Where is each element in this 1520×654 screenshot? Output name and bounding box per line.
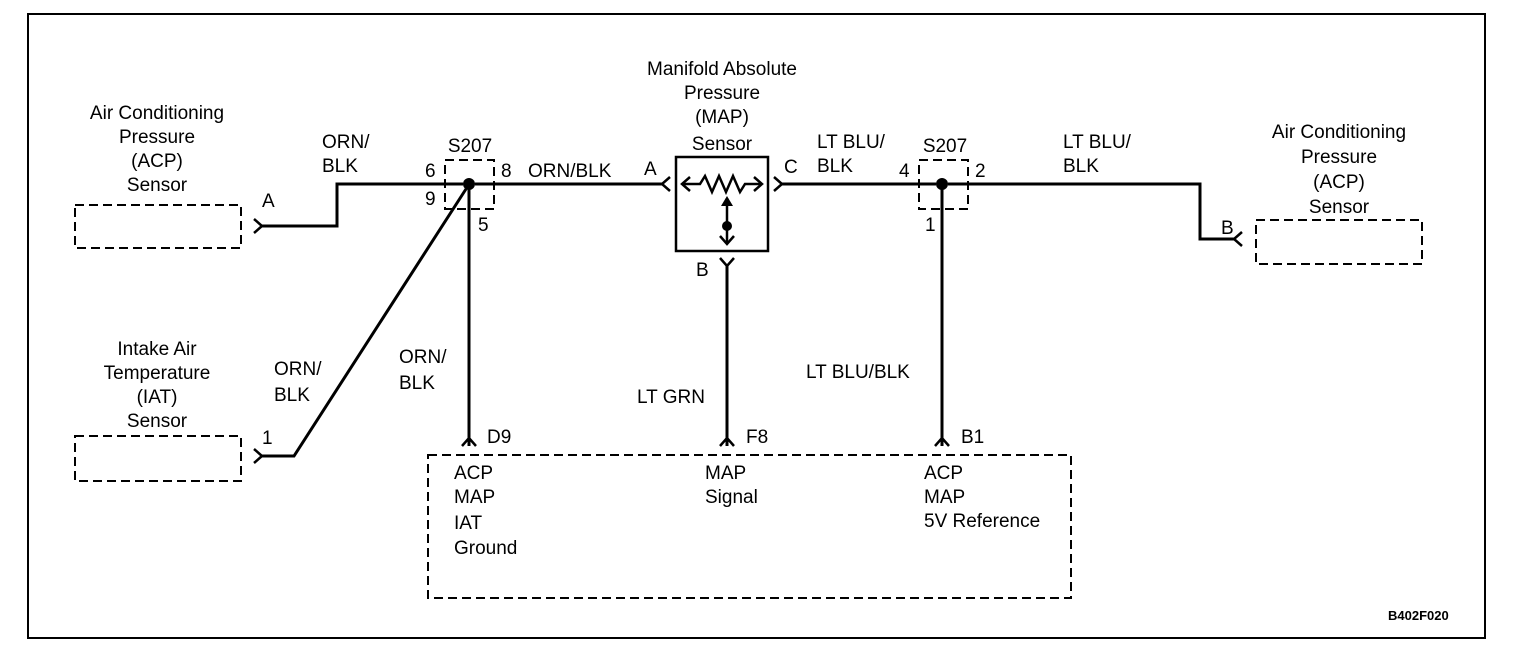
map-resistor-arrow-left	[680, 176, 691, 192]
map-pin-b: B	[696, 260, 709, 281]
acp-left-connector	[253, 218, 264, 234]
map-resistor	[682, 172, 762, 196]
wire-label-acp-right-1: LT BLU/	[1063, 132, 1132, 153]
wire-label-iat-2: BLK	[274, 385, 310, 406]
acp-right-title-line-3: (ACP)	[1313, 172, 1365, 193]
wire-label-iat-1: ORN/	[274, 359, 322, 380]
map-sensor-box	[674, 155, 770, 253]
splice-left-pin-9: 9	[425, 189, 436, 210]
map-connector-a	[660, 176, 671, 192]
map-sensor: Manifold Absolute Pressure (MAP) Sensor …	[644, 59, 798, 281]
iat-sensor-box	[74, 435, 242, 482]
ecm-module: ACP MAP IAT Ground MAP Signal ACP MAP 5V…	[427, 454, 1072, 599]
ecm-connector-f8	[719, 436, 735, 447]
ecm-b1-line-3: 5V Reference	[924, 511, 1040, 532]
iat-title-line-1: Intake Air	[117, 339, 197, 360]
wire-label-reference: LT BLU/BLK	[806, 362, 910, 383]
map-wiper-tail	[719, 235, 735, 246]
splice-right-pin-1: 1	[925, 215, 936, 236]
acp-sensor-left: Air Conditioning Pressure (ACP) Sensor A	[74, 103, 275, 249]
wire-acp-left	[262, 182, 463, 228]
diagram-frame	[27, 13, 1486, 639]
ecm-connector-d9	[461, 436, 477, 447]
acp-left-title-line-1: Air Conditioning	[90, 103, 224, 124]
map-title-line-3: (MAP)	[695, 107, 749, 128]
wire-label-ground-2: BLK	[399, 373, 435, 394]
ecm-d9-line-4: Ground	[454, 538, 517, 559]
ecm-b1-line-1: ACP	[924, 463, 963, 484]
map-title-line-4: Sensor	[692, 134, 753, 155]
acp-left-title-line-4: Sensor	[127, 175, 188, 196]
wire-label-map-out-1: LT BLU/	[817, 132, 886, 153]
map-resistor-arrow-right	[753, 176, 764, 192]
splice-right-name: S207	[923, 136, 967, 157]
figure-id: B402F020	[1388, 608, 1449, 623]
splice-right-pin-4: 4	[899, 161, 910, 182]
acp-right-title-line-4: Sensor	[1309, 197, 1370, 218]
map-pin-a: A	[644, 159, 657, 180]
ecm-connector-b1	[934, 436, 950, 447]
splice-right-pin-2: 2	[975, 161, 986, 182]
wire-label-map-out-2: BLK	[817, 156, 853, 177]
acp-left-title-line-3: (ACP)	[131, 151, 183, 172]
map-connector-c	[773, 176, 784, 192]
ecm-d9-line-1: ACP	[454, 463, 493, 484]
acp-sensor-right: Air Conditioning Pressure (ACP) Sensor B	[1221, 122, 1423, 265]
ecm-f8-line-2: Signal	[705, 487, 758, 508]
map-wiper-node	[722, 221, 732, 231]
map-connector-b	[719, 257, 735, 268]
acp-right-title-line-2: Pressure	[1301, 147, 1377, 168]
wire-label-splice-to-map: ORN/BLK	[528, 161, 612, 182]
ecm-d9-line-2: MAP	[454, 487, 495, 508]
acp-right-title-line-1: Air Conditioning	[1272, 122, 1406, 143]
acp-left-sensor-box	[74, 204, 242, 249]
acp-left-pin-label: A	[262, 191, 275, 212]
iat-connector	[253, 448, 264, 464]
map-wiper-arrow	[721, 196, 733, 206]
iat-title-line-3: (IAT)	[137, 387, 178, 408]
map-title-line-1: Manifold Absolute	[647, 59, 797, 80]
iat-pin-label: 1	[262, 428, 273, 449]
ecm-d9-line-3: IAT	[454, 513, 483, 534]
iat-sensor: Intake Air Temperature (IAT) Sensor 1	[74, 339, 273, 482]
wire-label-acp-left-2: BLK	[322, 156, 358, 177]
wire-acp-right	[948, 182, 1234, 241]
ecm-f8-line-1: MAP	[705, 463, 746, 484]
ecm-b1-line-2: MAP	[924, 487, 965, 508]
ecm-pin-f8: F8	[746, 427, 768, 448]
map-pin-c: C	[784, 157, 798, 178]
wire-iat	[262, 188, 468, 458]
wire-label-acp-right-2: BLK	[1063, 156, 1099, 177]
splice-left-pin-5: 5	[478, 215, 489, 236]
acp-right-pin-label: B	[1221, 218, 1234, 239]
ecm-pin-b1: B1	[961, 427, 984, 448]
acp-left-title-line-2: Pressure	[119, 127, 195, 148]
iat-title-line-4: Sensor	[127, 411, 188, 432]
ecm-box	[427, 454, 1072, 599]
wire-label-ground-1: ORN/	[399, 347, 447, 368]
iat-title-line-2: Temperature	[104, 363, 211, 384]
acp-right-connector	[1232, 231, 1243, 247]
wire-label-acp-left-1: ORN/	[322, 132, 370, 153]
acp-right-sensor-box	[1255, 219, 1423, 265]
ecm-pin-d9: D9	[487, 427, 511, 448]
splice-left-pin-8: 8	[501, 161, 512, 182]
wire-label-signal: LT GRN	[637, 387, 705, 408]
splice-left-name: S207	[448, 136, 492, 157]
splice-left-pin-6: 6	[425, 161, 436, 182]
map-title-line-2: Pressure	[684, 83, 760, 104]
